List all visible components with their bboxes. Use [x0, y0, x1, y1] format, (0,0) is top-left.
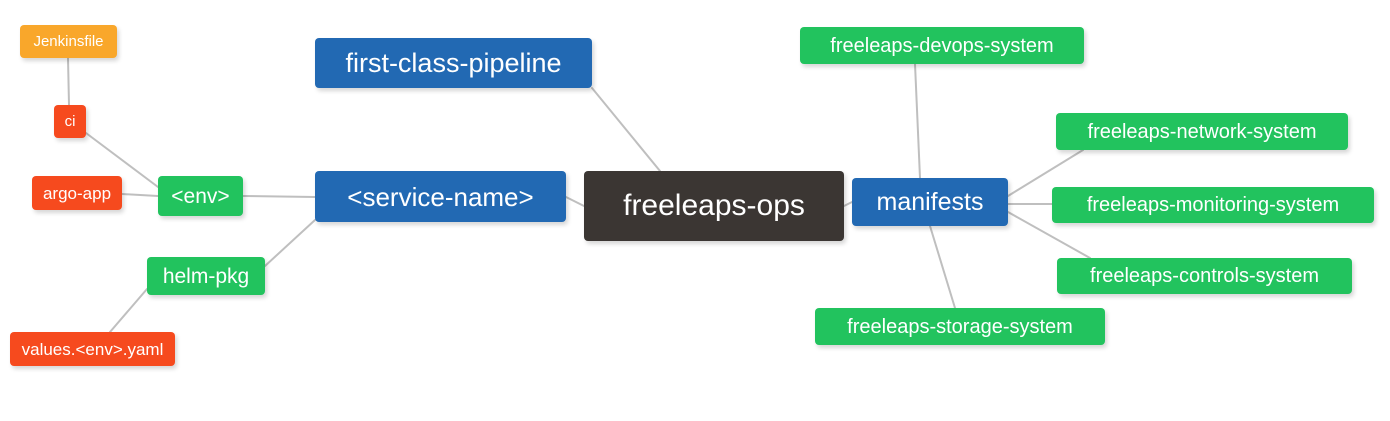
node-devops[interactable]: freeleaps-devops-system: [800, 27, 1084, 64]
edge-root-to-service: [565, 196, 585, 207]
edge-helm-to-values: [109, 288, 148, 333]
node-network[interactable]: freeleaps-network-system: [1056, 113, 1348, 150]
node-manifests[interactable]: manifests: [852, 178, 1008, 226]
node-ci[interactable]: ci: [54, 105, 86, 138]
node-values[interactable]: values.<env>.yaml: [10, 332, 175, 366]
node-root[interactable]: freeleaps-ops: [584, 171, 844, 241]
edge-env-to-ci: [85, 132, 159, 188]
node-helm[interactable]: helm-pkg: [147, 257, 265, 295]
edge-manifests-to-devops: [914, 63, 921, 179]
edge-service-to-env: [242, 195, 316, 198]
edge-env-to-argo: [121, 193, 159, 197]
edge-root-to-manifests: [843, 201, 853, 207]
node-monitoring[interactable]: freeleaps-monitoring-system: [1052, 187, 1374, 223]
node-storage[interactable]: freeleaps-storage-system: [815, 308, 1105, 345]
node-env[interactable]: <env>: [158, 176, 243, 216]
node-service[interactable]: <service-name>: [315, 171, 566, 222]
node-jenkinsfile[interactable]: Jenkinsfile: [20, 25, 117, 58]
node-argo[interactable]: argo-app: [32, 176, 122, 210]
edge-root-to-pipeline: [591, 87, 661, 172]
edge-manifests-to-controls: [1007, 211, 1091, 259]
edge-service-to-helm: [264, 219, 316, 267]
node-pipeline[interactable]: first-class-pipeline: [315, 38, 592, 88]
node-controls[interactable]: freeleaps-controls-system: [1057, 258, 1352, 294]
edge-ci-to-jenkinsfile: [67, 57, 70, 106]
edge-manifests-to-storage: [929, 225, 956, 309]
edge-manifests-to-network: [1007, 149, 1084, 197]
